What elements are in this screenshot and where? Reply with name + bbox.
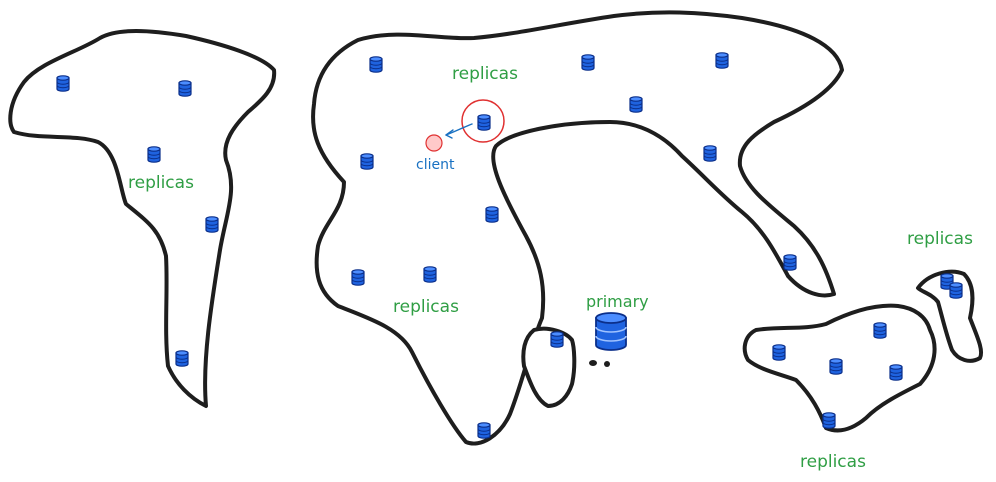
replica-db-icon	[550, 331, 564, 348]
client-connection-arrow	[445, 123, 473, 139]
replica-highlight-ring	[461, 99, 505, 143]
replicas-label-southeast: replicas	[800, 452, 866, 472]
replicas-label-north: replicas	[452, 64, 518, 84]
replica-db-icon	[485, 206, 499, 223]
replica-db-icon	[360, 153, 374, 170]
replica-db-icon	[56, 75, 70, 92]
replica-db-icon	[477, 114, 491, 131]
replica-db-icon	[423, 266, 437, 283]
replica-db-icon	[715, 52, 729, 69]
replica-db-icon	[351, 269, 365, 286]
landmass-small-south	[521, 326, 577, 408]
replica-db-icon	[822, 412, 836, 429]
replica-db-icon	[369, 56, 383, 73]
replica-db-icon	[178, 80, 192, 97]
replica-db-icon	[829, 358, 843, 375]
islet-dot	[604, 361, 610, 367]
replica-db-icon	[147, 146, 161, 163]
replica-db-icon	[873, 322, 887, 339]
replica-db-icon	[175, 350, 189, 367]
replica-db-icon	[477, 422, 491, 439]
landmass-central	[311, 10, 844, 446]
landmass-west	[8, 29, 277, 408]
replica-db-icon	[772, 344, 786, 361]
replica-db-icon	[949, 282, 963, 299]
replica-db-icon	[581, 54, 595, 71]
replica-db-icon	[703, 145, 717, 162]
client-dot-icon	[425, 134, 443, 152]
replica-db-icon	[629, 96, 643, 113]
replica-db-icon	[205, 216, 219, 233]
primary-label: primary	[586, 292, 649, 311]
replica-db-icon	[783, 254, 797, 271]
replicas-label-central: replicas	[393, 297, 459, 317]
replicas-label-east: replicas	[907, 229, 973, 249]
replicas-label-west: replicas	[128, 173, 194, 193]
primary-db-icon	[595, 312, 627, 351]
islet-dot	[589, 360, 597, 366]
landmass-east-islet	[916, 269, 983, 363]
client-label: client	[416, 157, 455, 173]
replica-db-icon	[889, 364, 903, 381]
